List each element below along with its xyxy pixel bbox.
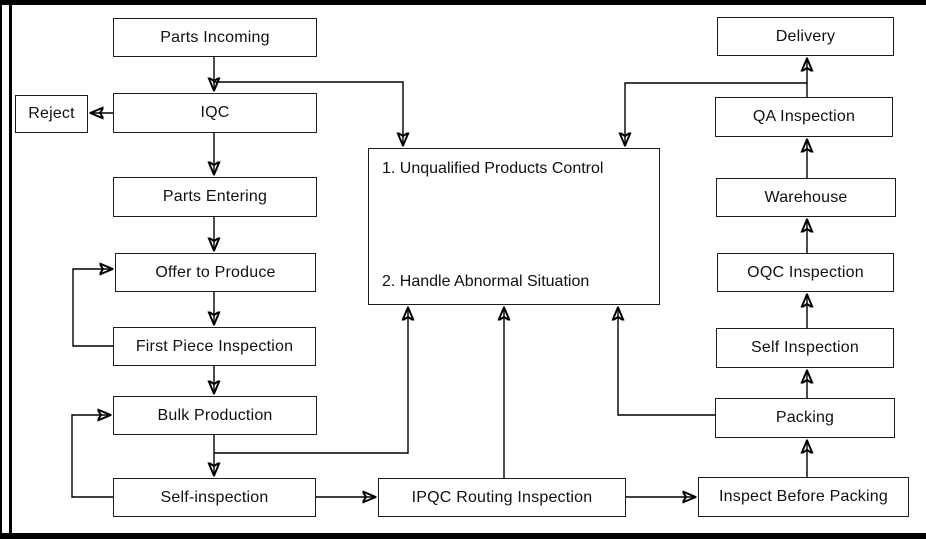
node-unqualified-products-control: 1. Unqualified Products Control 2. Handl… [368, 148, 660, 305]
node-warehouse: Warehouse [716, 178, 896, 217]
node-reject: Reject [15, 95, 88, 133]
edge-packing-to-control-box [618, 308, 715, 416]
node-parts-entering: Parts Entering [113, 177, 317, 217]
node-self-inspection: Self-inspection [113, 478, 316, 517]
node-iqc: IQC [113, 93, 317, 133]
node-parts-incoming: Parts Incoming [113, 18, 317, 57]
node-ipqc-routing-inspection: IPQC Routing Inspection [378, 478, 626, 517]
control-box-line-1: 1. Unqualified Products Control [382, 160, 604, 177]
edge-self-inspection-to-bulk-production-feedback [71, 415, 113, 498]
node-offer-to-produce: Offer to Produce [115, 253, 316, 292]
page-border-left-edge [0, 0, 2, 539]
page-border-bottom [0, 533, 926, 539]
control-box-line-2: 2. Handle Abnormal Situation [382, 273, 590, 290]
node-bulk-production: Bulk Production [113, 396, 317, 435]
node-delivery: Delivery [717, 17, 894, 56]
page-border-left [9, 0, 12, 539]
node-packing: Packing [715, 398, 895, 438]
node-inspect-before-packing: Inspect Before Packing [698, 477, 909, 517]
page-border-top [0, 0, 926, 5]
edge-first-piece-inspection-to-offer-to-produce-feedback [72, 269, 113, 347]
node-qa-inspection: QA Inspection [715, 97, 893, 137]
node-self-inspection-2: Self Inspection [716, 328, 894, 368]
node-first-piece-inspection: First Piece Inspection [113, 327, 316, 366]
node-oqc-inspection: OQC Inspection [717, 253, 894, 292]
